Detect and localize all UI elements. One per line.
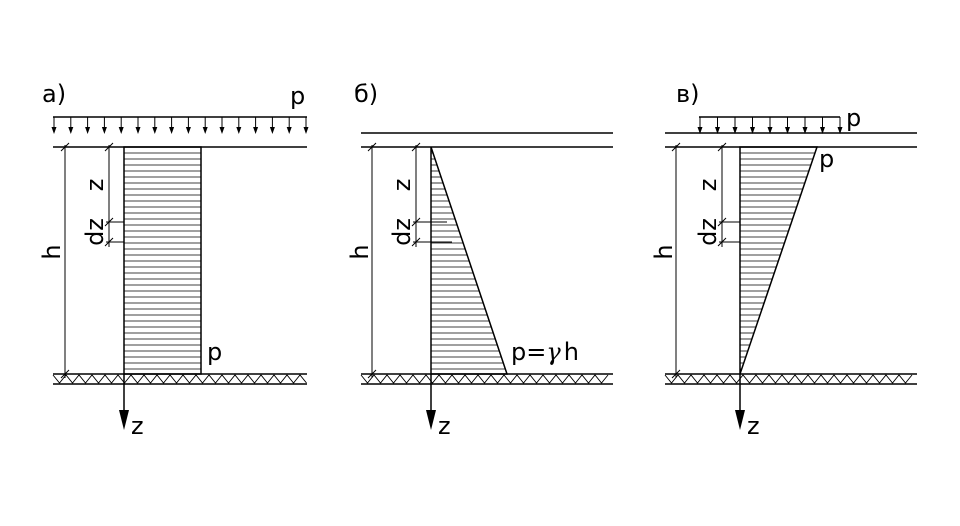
load-arrow-head bbox=[169, 127, 175, 134]
panel-a-h-tick-top bbox=[60, 142, 70, 152]
panel-c-top-label: p bbox=[819, 145, 834, 173]
soil-zigzag bbox=[360, 374, 609, 384]
load-arrow-head bbox=[820, 127, 825, 134]
load-arrow-head bbox=[286, 127, 292, 134]
panel-c-load-arrows bbox=[697, 117, 843, 134]
panel-b-z-tick-top bbox=[411, 142, 421, 152]
load-arrow-head bbox=[185, 127, 191, 134]
panel-a-load-arrows bbox=[51, 117, 309, 134]
panel-a-h-tick-bottom bbox=[60, 369, 70, 379]
panel-a-uniform-pressure: а) p p h z dz z bbox=[38, 80, 309, 440]
panel-b-letter: б) bbox=[354, 80, 378, 108]
panel-c-letter: в) bbox=[676, 80, 700, 108]
panel-a-base-hatch bbox=[52, 374, 307, 384]
load-arrow-head bbox=[135, 127, 141, 134]
load-arrow-head bbox=[219, 127, 225, 134]
soil-zigzag bbox=[52, 374, 307, 384]
load-arrow-head bbox=[253, 127, 259, 134]
panel-b-diagram-hatch bbox=[431, 152, 506, 370]
panel-c-z-label: z bbox=[694, 179, 722, 192]
panel-c-load-label: p bbox=[846, 104, 861, 132]
panel-a-dz-label: dz bbox=[81, 218, 109, 246]
panel-c-dz-label: dz bbox=[694, 218, 722, 246]
panel-a-pressure-diagram bbox=[123, 146, 202, 375]
load-arrow-head bbox=[51, 127, 57, 134]
panel-b-h-tick-bottom bbox=[367, 369, 377, 379]
panel-a-load-label: p bbox=[290, 82, 305, 110]
panel-a-bottom-label: p bbox=[207, 338, 222, 366]
panel-a-z-axis-arrowhead bbox=[119, 410, 129, 430]
panel-b-pressure-diagram bbox=[430, 146, 509, 375]
load-arrow-head bbox=[750, 127, 755, 134]
panel-c-axis-label: z bbox=[747, 412, 760, 440]
panel-a-h-label: h bbox=[38, 244, 66, 259]
load-arrow-head bbox=[152, 127, 158, 134]
load-arrow-head bbox=[303, 127, 309, 134]
panel-b-axis-label: z bbox=[438, 412, 451, 440]
soil-zigzag bbox=[664, 374, 913, 384]
panel-c-base-hatch bbox=[664, 374, 913, 384]
load-arrow-head bbox=[68, 127, 74, 134]
load-arrow-head bbox=[767, 127, 773, 134]
load-arrow-head bbox=[85, 127, 91, 134]
panel-c-z-tick-top bbox=[717, 142, 727, 152]
load-arrow-head bbox=[802, 127, 808, 134]
panel-a-axis-label: z bbox=[131, 412, 144, 440]
load-arrow-head bbox=[118, 127, 124, 134]
panel-c-decreasing-pressure: в) p p h z dz z bbox=[650, 80, 917, 440]
load-arrow-head bbox=[715, 127, 720, 134]
load-arrow-head bbox=[697, 127, 703, 134]
load-arrow-head bbox=[732, 127, 738, 134]
panel-b-base-hatch bbox=[360, 374, 609, 384]
panel-b-h-label: h bbox=[346, 244, 374, 259]
panel-b-z-label: z bbox=[388, 179, 416, 192]
load-arrow-head bbox=[785, 127, 790, 134]
load-arrow-head bbox=[101, 127, 107, 134]
panel-c-pressure-diagram bbox=[739, 146, 819, 375]
load-arrow-head bbox=[202, 127, 208, 134]
load-arrow-head bbox=[236, 127, 242, 134]
panel-c-h-tick-bottom bbox=[671, 369, 681, 379]
panel-c-z-axis-arrowhead bbox=[735, 410, 745, 430]
panel-a-z-tick-top bbox=[104, 142, 114, 152]
panel-c-h-label: h bbox=[650, 244, 678, 259]
panel-b-z-axis-arrowhead bbox=[426, 410, 436, 430]
panel-a-diagram-hatch bbox=[124, 152, 201, 370]
panel-c-diagram-hatch bbox=[740, 152, 815, 370]
load-arrow-head bbox=[269, 127, 275, 134]
panel-a-letter: а) bbox=[42, 80, 66, 108]
panel-b-h-tick-top bbox=[367, 142, 377, 152]
panel-b-dz-label: dz bbox=[388, 218, 416, 246]
panel-a-z-label: z bbox=[81, 179, 109, 192]
panel-c-h-tick-top bbox=[671, 142, 681, 152]
load-arrow-head bbox=[837, 127, 843, 134]
